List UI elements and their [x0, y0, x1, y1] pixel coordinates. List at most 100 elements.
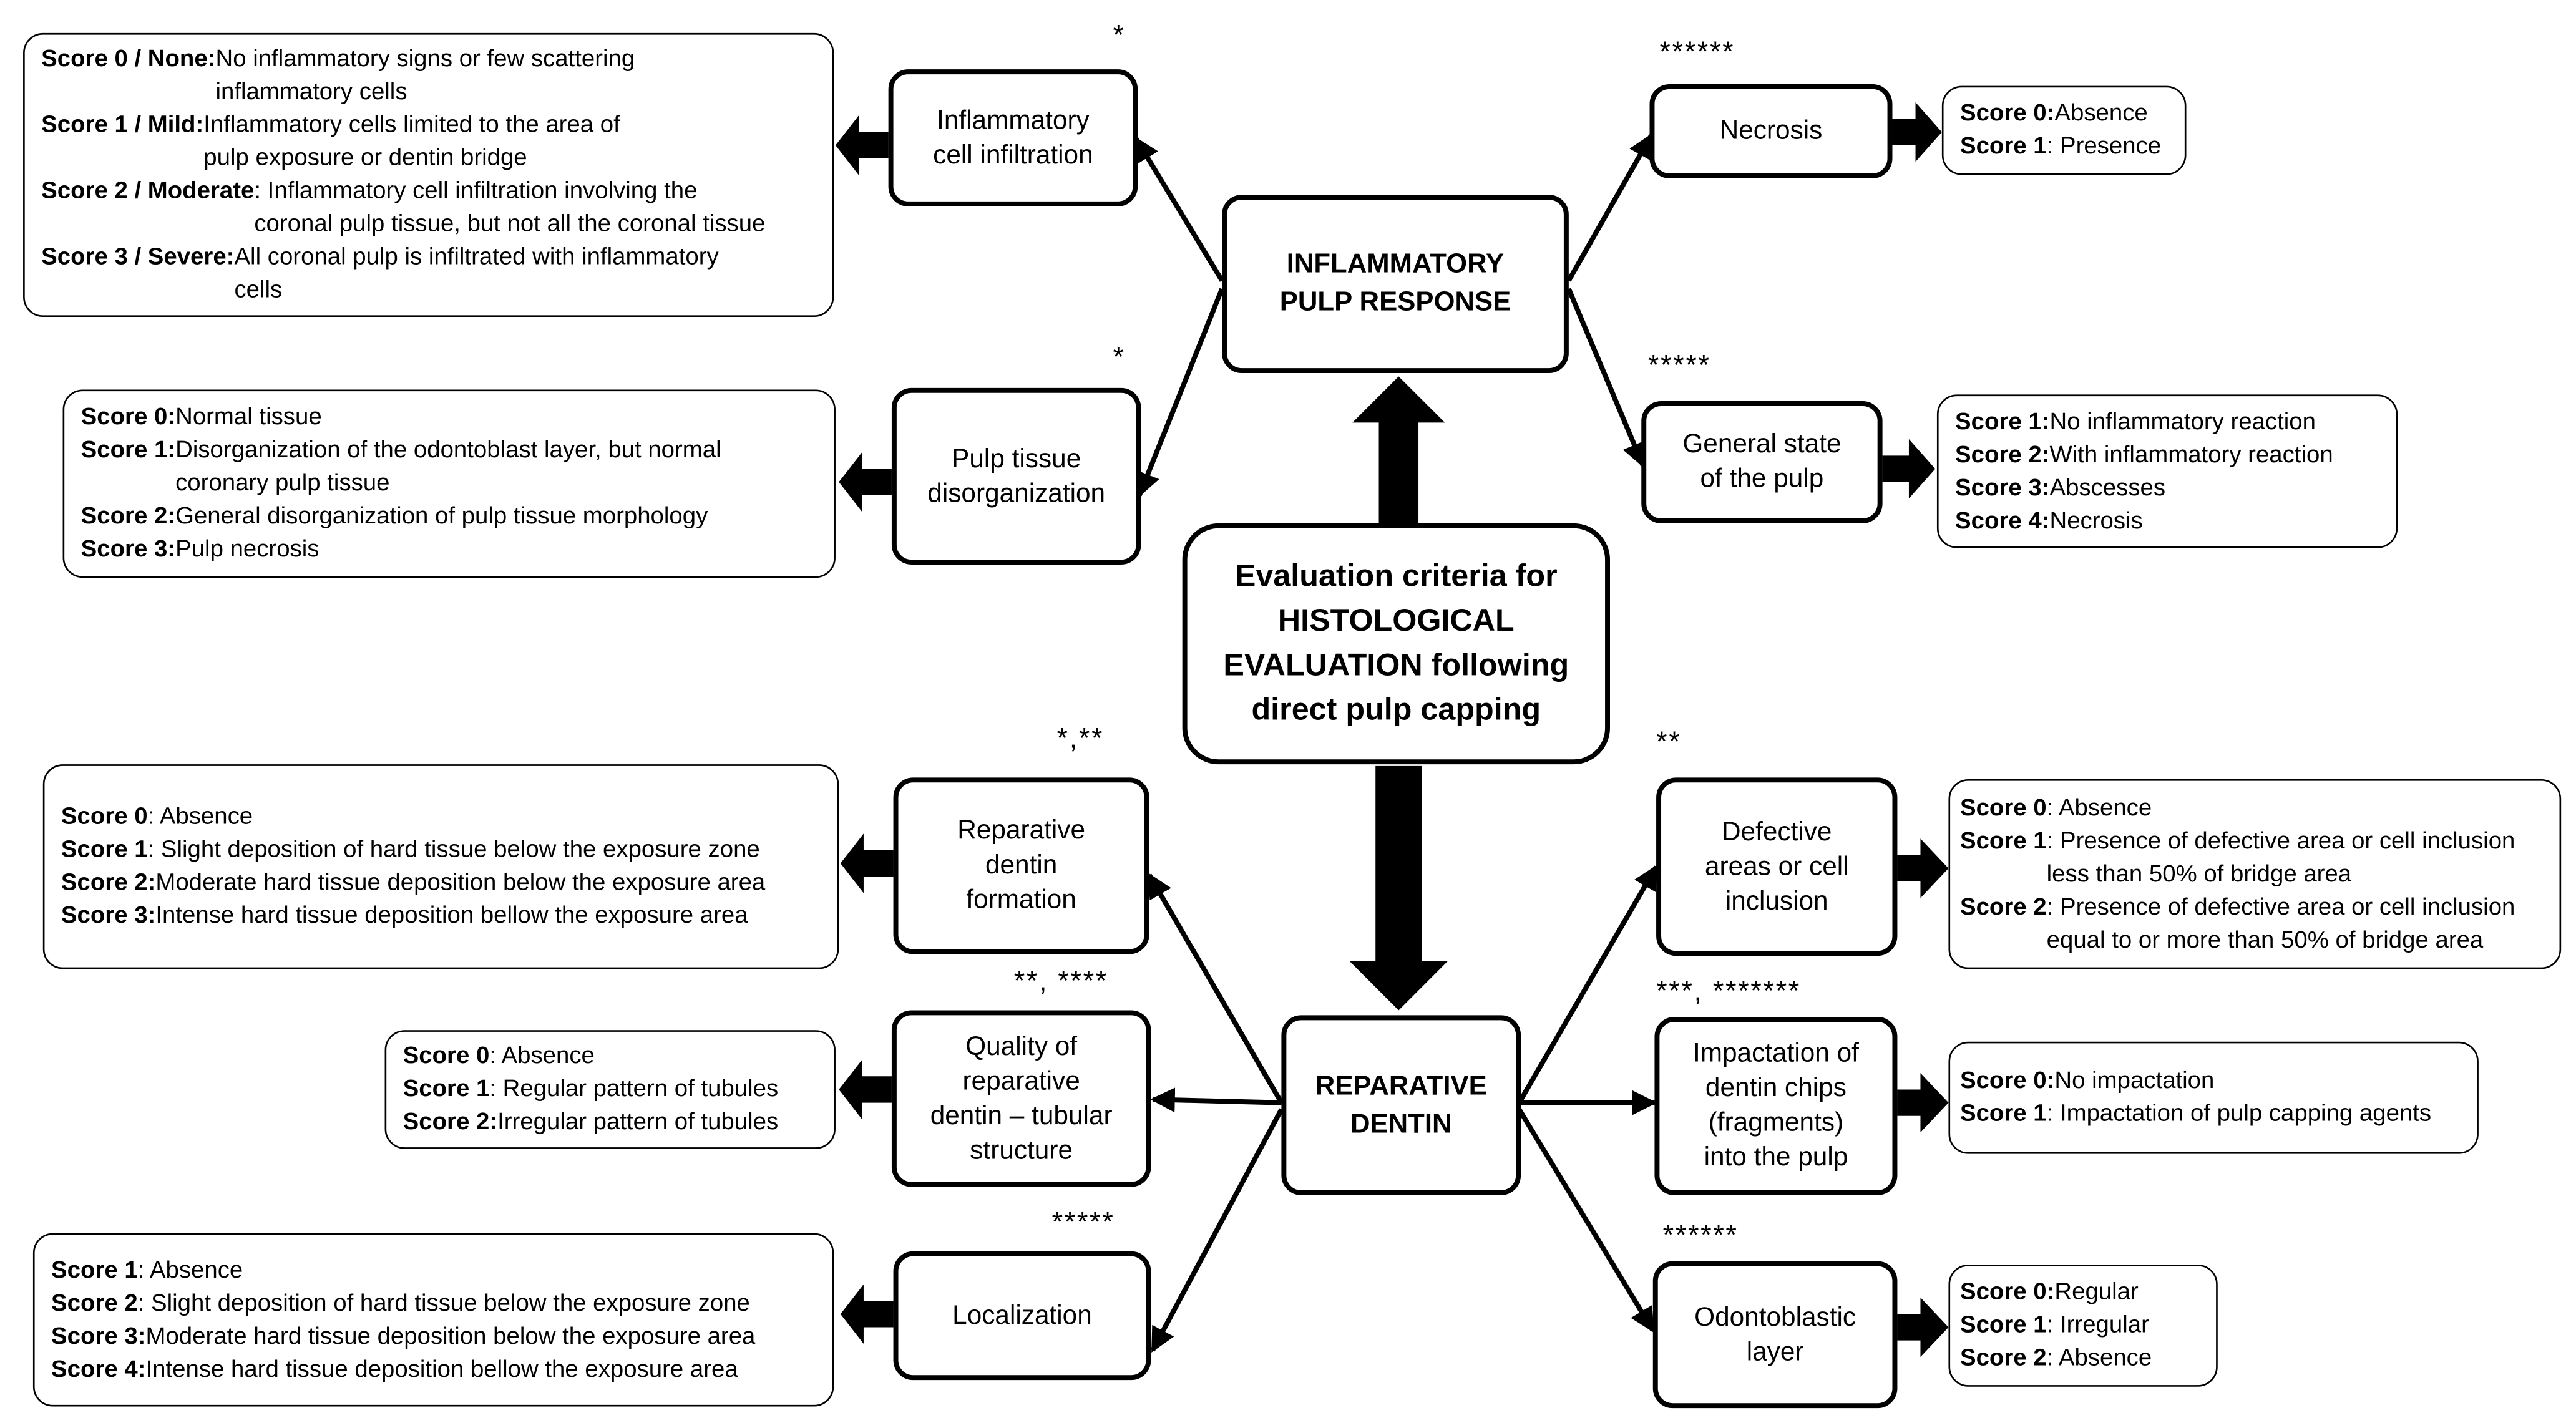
- score-label: Score 2 / Moderate: [41, 178, 255, 205]
- score-description: : Presence: [2046, 134, 2162, 160]
- score-label: Score 0:: [1959, 1279, 2055, 1306]
- score-description: : Regular pattern of tubules: [489, 1076, 779, 1103]
- score-description: : Absence: [489, 1043, 595, 1070]
- score-description: : Presence of defective area or cell inc…: [2046, 828, 2515, 888]
- connector-rep-formation: [1147, 873, 1284, 1104]
- inflammatory-pulp-response-box: INFLAMMATORY PULP RESPONSE: [1222, 195, 1569, 374]
- score-row: Score 2: Slight deposition of hard tissu…: [51, 1287, 816, 1320]
- score-label: Score 1: [61, 837, 148, 863]
- score-row: Score 1 / Mild: Inflammatory cells limit…: [41, 109, 816, 175]
- score-description: All coronal pulp is infiltrated with inf…: [234, 244, 719, 304]
- score-label: Score 0 / None:: [41, 46, 216, 73]
- score-description: Inflammatory cells limited to the area o…: [203, 112, 620, 172]
- score-row: Score 2: With inflammatory reaction: [1955, 439, 2379, 472]
- score-row: Score 1: No inflammatory reaction: [1955, 406, 2379, 439]
- stars-general: *****: [1647, 349, 1711, 382]
- score-description: : Slight deposition of hard tissue below…: [147, 837, 760, 863]
- connector-infl-general: [1566, 288, 1646, 468]
- impactation-dentin-chips-box: Impactation of dentin chips (fragments) …: [1654, 1017, 1898, 1195]
- general-state-box: General state of the pulp: [1641, 401, 1883, 523]
- score-label: Score 4:: [51, 1356, 146, 1383]
- block-arrow-necrosis-icon: [1892, 102, 1942, 162]
- score-label: Score 1: [402, 1076, 490, 1103]
- score-row: Score 4: Necrosis: [1955, 504, 2379, 537]
- pulp-tissue-disorganization-box: Pulp tissue disorganization: [891, 387, 1141, 565]
- score-row: Score 3: Intense hard tissue deposition …: [61, 900, 821, 933]
- localization-box: Localization: [893, 1251, 1151, 1381]
- score-label: Score 2: [1959, 1345, 2047, 1372]
- stars-odonto: ******: [1662, 1220, 1739, 1251]
- quality-reparative-dentin-box: Quality of reparative dentin – tubular s…: [891, 1010, 1151, 1187]
- score-row: Score 1 : Irregular: [1960, 1309, 2206, 1342]
- block-arrow-localization-icon: [840, 1284, 894, 1344]
- stars-necrosis: ******: [1659, 36, 1735, 68]
- center-title-box: Evaluation criteria for HISTOLOGICAL EVA…: [1182, 523, 1610, 765]
- stars-defective: **: [1656, 726, 1682, 758]
- score-description: With inflammatory reaction: [2049, 441, 2333, 469]
- score-row: Score 1: Absence: [51, 1254, 816, 1287]
- score-label: Score 1: [1959, 828, 2047, 855]
- connector-rep-odonto: [1517, 1108, 1656, 1333]
- defective-areas-box: Defective areas or cell inclusion: [1656, 777, 1898, 956]
- block-arrow-quality-icon: [839, 1059, 892, 1120]
- score-description: No impactation: [2054, 1068, 2215, 1095]
- score-row: Score 3: Abscesses: [1955, 471, 2379, 504]
- score-row: Score 2: Absence: [1960, 1342, 2206, 1375]
- inflammatory-cell-infiltration-box: Inflammatory cell infiltration: [888, 69, 1138, 206]
- score-description: Intense hard tissue deposition bellow th…: [155, 903, 748, 930]
- stars-formation: *,**: [1056, 723, 1105, 755]
- block-arrow-cells-icon: [835, 115, 889, 175]
- score-row: Score 3 / Severe: All coronal pulp is in…: [41, 241, 816, 307]
- score-label: Score 1: [1959, 134, 2047, 160]
- score-description: Moderate hard tissue deposition below th…: [155, 870, 766, 896]
- score-label: Score 0: [1959, 795, 2047, 822]
- block-arrow-odonto-icon: [1897, 1297, 1949, 1357]
- legend-cell-infiltration: Score 0 / None: No inflammatory signs or…: [23, 32, 834, 318]
- score-label: Score 1: [1959, 1100, 2047, 1128]
- score-description: : Presence of defective area or cell inc…: [2046, 893, 2515, 954]
- score-label: Score 0: [402, 1043, 490, 1070]
- score-description: : Impactation of pulp capping agents: [2046, 1100, 2432, 1128]
- block-arrow-impaction-icon: [1897, 1072, 1949, 1133]
- connector-infl-cells: [1134, 136, 1224, 282]
- score-description: Intense hard tissue deposition bellow th…: [145, 1356, 738, 1383]
- stars-impaction: ***, *******: [1656, 975, 1801, 1008]
- score-row: Score 0: Absence: [1960, 792, 2550, 825]
- score-row: Score 1 : Presence: [1960, 130, 2168, 163]
- score-label: Score 1:: [80, 437, 176, 464]
- score-label: Score 0:: [1959, 100, 2055, 127]
- score-row: Score 2: General disorganization of pulp…: [81, 500, 817, 533]
- score-row: Score 2: Presence of defective area or c…: [1960, 891, 2550, 957]
- score-description: Moderate hard tissue deposition below th…: [145, 1323, 756, 1350]
- score-description: : Inflammatory cell infiltration involvi…: [254, 178, 766, 238]
- connector-rep-defective: [1517, 864, 1659, 1104]
- score-label: Score 2:: [402, 1109, 498, 1136]
- score-label: Score 0:: [80, 404, 176, 431]
- score-label: Score 2:: [1955, 441, 2050, 469]
- score-description: Regular: [2054, 1279, 2139, 1306]
- score-row: Score 0: Absence: [61, 800, 821, 833]
- score-label: Score 1: [1959, 1312, 2047, 1339]
- score-row: Score 0: Normal tissue: [81, 401, 817, 434]
- score-label: Score 3:: [61, 903, 156, 930]
- score-description: No inflammatory signs or few scattering …: [215, 46, 635, 106]
- score-row: Score 1: Disorganization of the odontobl…: [81, 434, 817, 500]
- necrosis-box: Necrosis: [1649, 84, 1893, 178]
- score-description: General disorganization of pulp tissue m…: [175, 503, 708, 530]
- score-label: Score 0: [61, 804, 148, 831]
- score-description: No inflammatory reaction: [2049, 408, 2316, 435]
- connector-rep-quality: [1150, 1087, 1282, 1113]
- odontoblastic-layer-box: Odontoblastic layer: [1652, 1261, 1898, 1409]
- score-description: Irregular pattern of tubules: [497, 1109, 779, 1136]
- score-description: Necrosis: [2049, 507, 2143, 535]
- score-label: Score 3:: [1955, 474, 2050, 502]
- score-description: : Absence: [137, 1257, 243, 1284]
- score-label: Score 1 / Mild:: [41, 112, 204, 139]
- stars-localization: *****: [1051, 1207, 1115, 1238]
- block-arrow-general-icon: [1882, 439, 1936, 499]
